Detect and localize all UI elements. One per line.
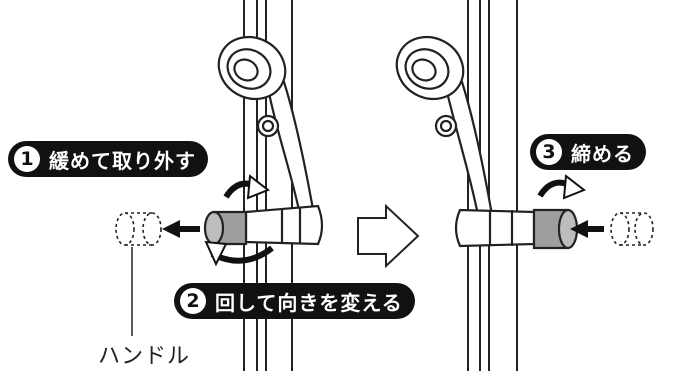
- shower-head-icon: [217, 35, 316, 217]
- detached-handle-outline: [610, 212, 654, 246]
- handle-right: [532, 208, 579, 250]
- rotate-arrow-icon: [223, 174, 270, 200]
- push-arrow-icon: [570, 220, 604, 238]
- step-3-text: 締める: [571, 141, 634, 166]
- right-panel: [395, 0, 654, 371]
- left-panel: [115, 0, 324, 371]
- handle-callout-label: ハンドル: [98, 344, 191, 369]
- handle-left: [203, 210, 248, 246]
- step-2-text: 回して向きを変える: [215, 290, 403, 315]
- detached-handle-outline: [115, 212, 162, 246]
- step-2-label: 2 回して向きを変える: [174, 283, 415, 319]
- step-2-number: 2: [180, 288, 206, 314]
- pull-arrow-icon: [162, 220, 200, 238]
- step-3-label: 3 締める: [530, 134, 646, 170]
- step-1-number: 1: [14, 146, 40, 172]
- next-step-arrow-icon: [357, 203, 420, 269]
- step-1-text: 緩めて取り外す: [49, 148, 196, 173]
- rotate-arrow-icon: [204, 240, 274, 267]
- rotate-arrow-icon: [537, 174, 586, 200]
- step-1-label: 1 緩めて取り外す: [8, 141, 208, 177]
- holder-bracket: [244, 204, 324, 246]
- shower-head-icon: [395, 35, 494, 217]
- step-3-number: 3: [536, 139, 562, 165]
- holder-bracket: [454, 208, 536, 248]
